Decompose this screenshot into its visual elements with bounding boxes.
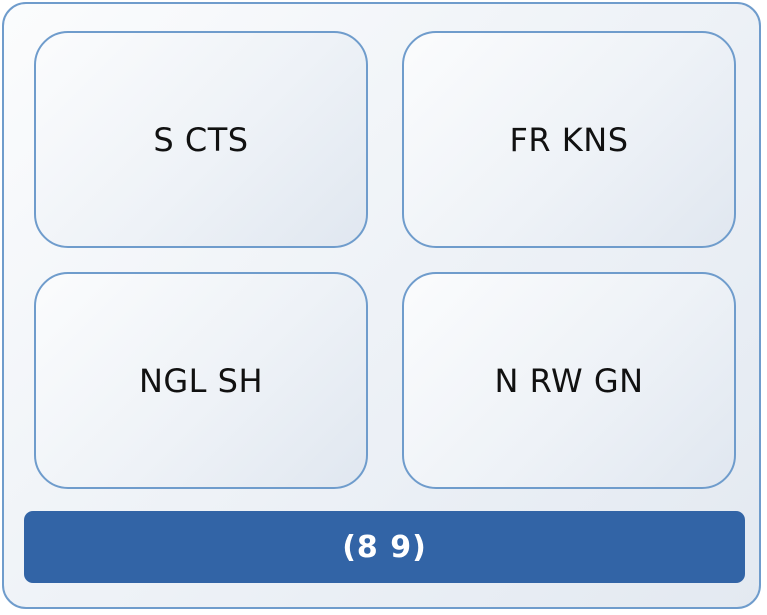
card-bottom-left: NGL SH: [34, 272, 368, 489]
footer-label: (8 9): [342, 529, 427, 565]
card-label: S CTS: [153, 120, 249, 159]
card-bottom-right: N RW GN: [402, 272, 736, 489]
card-top-left: S CTS: [34, 31, 368, 248]
card-label: N RW GN: [494, 361, 644, 400]
card-label: NGL SH: [138, 361, 264, 400]
card-top-right: FR KNS: [402, 31, 736, 248]
card-label: FR KNS: [509, 120, 629, 159]
footer-bar: (8 9): [24, 511, 745, 583]
